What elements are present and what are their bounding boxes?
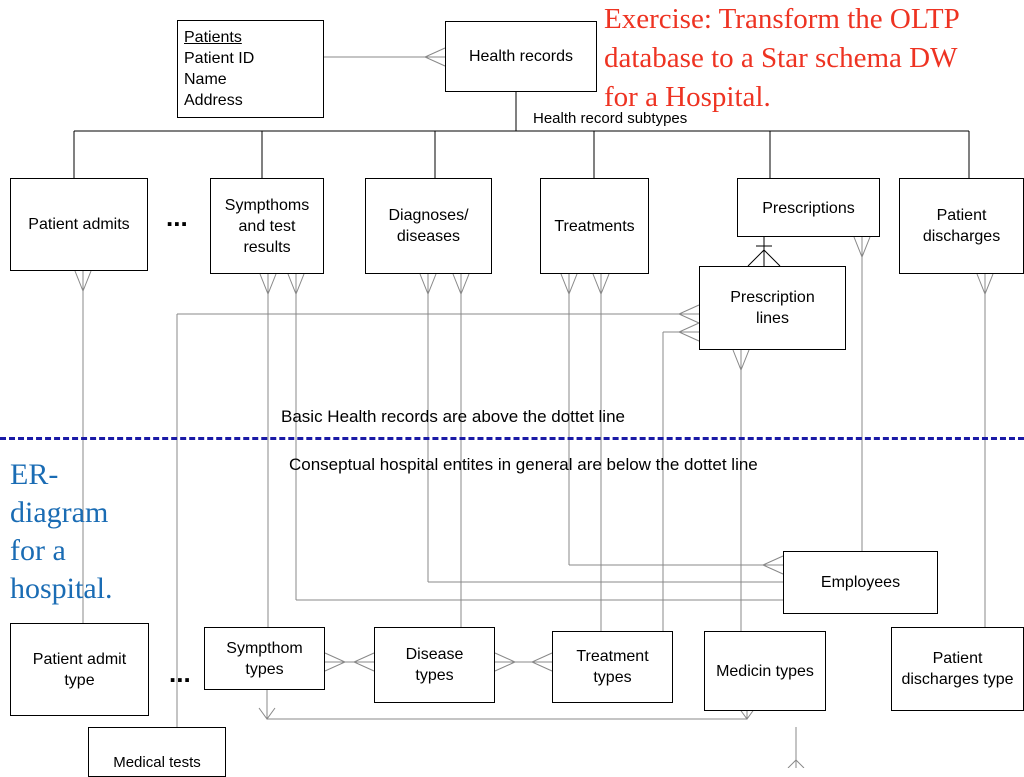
entity-treatments[interactable]: Treatments [540, 178, 649, 274]
subtype-tree [73, 92, 970, 267]
entity-patient-discharges-type[interactable]: Patient discharges type [891, 627, 1024, 711]
label-below-line: Conseptual hospital entites in general a… [289, 455, 758, 474]
er-diagram-title: ER- diagram for a hospital. [10, 458, 113, 605]
entity-treatment-types[interactable]: Treatment types [552, 631, 673, 703]
entity-patient-admits[interactable]: Patient admits [10, 178, 148, 271]
patients-title: Patients [184, 29, 242, 46]
entity-patient-discharges[interactable]: Patient discharges [899, 178, 1024, 274]
entity-patient-admit-type[interactable]: Patient admit type [10, 623, 149, 716]
entity-medical-tests[interactable]: Medical tests [88, 727, 226, 777]
relationship-lines [74, 47, 994, 768]
label-subtypes: Health record subtypes [533, 110, 688, 127]
entity-symptoms-results[interactable]: Sympthoms and test results [210, 178, 324, 274]
exercise-title: Exercise: Transform the OLTP database to… [604, 3, 960, 113]
entity-disease-types[interactable]: Disease types [374, 627, 495, 703]
entity-prescription-lines[interactable]: Prescription lines [699, 266, 846, 350]
divider-dotted-line [0, 437, 1024, 440]
ellipsis-bottom: ... [169, 658, 191, 688]
label-above-line: Basic Health records are above the dotte… [281, 407, 625, 426]
patients-field-id: Patient ID [184, 50, 255, 67]
entity-medicin-types[interactable]: Medicin types [704, 631, 826, 711]
entity-diagnoses[interactable]: Diagnoses/ diseases [365, 178, 492, 274]
entity-employees[interactable]: Employees [783, 551, 938, 614]
entity-prescriptions[interactable]: Prescriptions [737, 178, 880, 237]
patients-field-name: Name [184, 71, 227, 88]
ellipsis-top: ... [166, 202, 188, 232]
entity-patients[interactable]: Patients Patient ID Name Address [177, 20, 324, 118]
entity-health-records[interactable]: Health records [445, 21, 597, 92]
entity-symptom-types[interactable]: Sympthom types [204, 627, 325, 690]
patients-field-address: Address [184, 92, 243, 109]
